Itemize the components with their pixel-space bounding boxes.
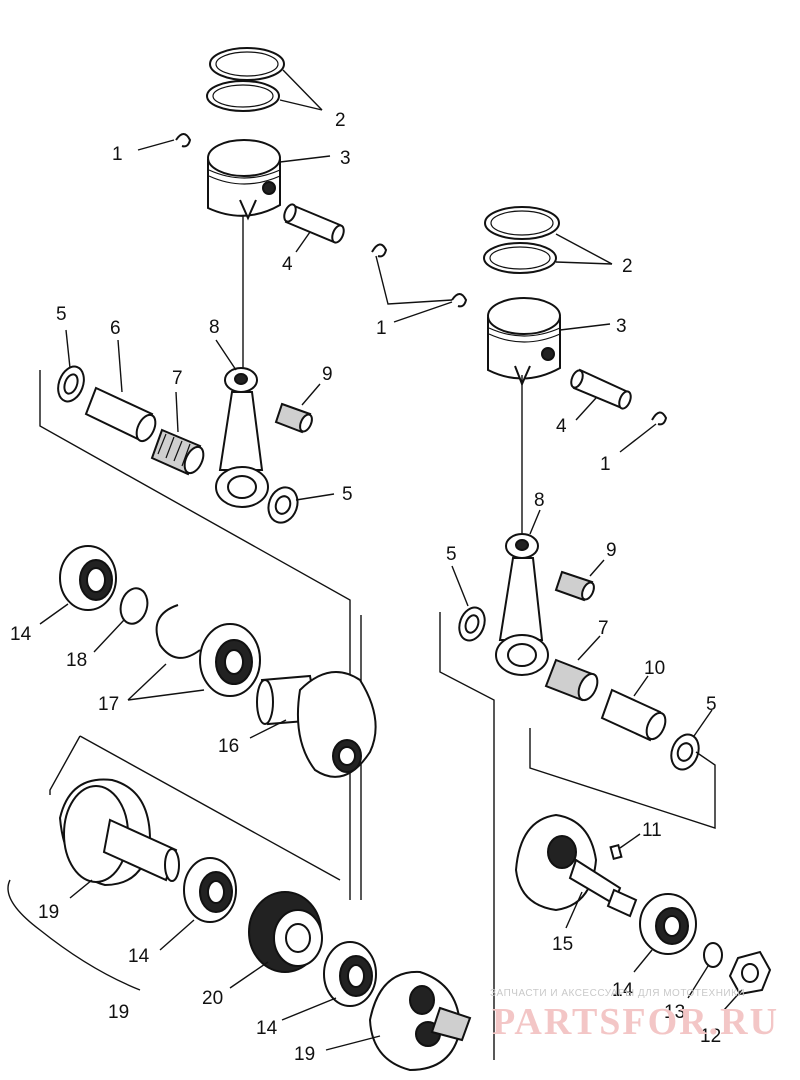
callout-16: 16 [218,736,239,757]
callout-19: 19 [294,1044,315,1065]
nut-12 [728,950,772,996]
callout-15: 15 [552,934,573,955]
callout-3: 3 [616,316,627,337]
needle-bearing-left-big [150,428,205,476]
crankshaft-half-19-bottom [368,970,472,1072]
callout-12: 12 [700,1026,721,1047]
callout-10: 10 [644,658,665,679]
callout-2: 2 [335,110,346,131]
crank-pin-right [600,688,667,742]
crank-pin-left [84,386,157,443]
circlip-left-top [175,133,192,148]
piston-right [487,297,561,387]
watermark-brand: PARTSFOR.RU [492,1001,779,1043]
leader-lines [39,69,743,1051]
callout-17: 17 [98,694,119,715]
thrust-washer-left-upper [57,365,85,403]
bearing-17 [199,623,261,697]
circlip-right-top [451,293,468,308]
circlip-right-pin [651,411,668,426]
callout-5: 5 [446,544,457,565]
connecting-rod-left [215,367,269,508]
crankshaft-half-15 [514,813,638,918]
piston-left [207,139,281,221]
needle-bearing-right-small [554,570,595,602]
circlip-18 [119,587,149,625]
callout-11: 11 [642,820,662,841]
callout-1: 1 [112,144,123,165]
callout-14: 14 [10,624,32,645]
flywheel-19-left [58,778,180,887]
wrist-pin-left [283,203,345,244]
watermark-tagline: ЗАПЧАСТИ И АКСЕССУАРЫ ДЛЯ МОТОТЕХНИКИ [490,988,745,999]
callout-numbers: 1 2 3 4 5 6 7 8 9 5 14 18 17 16 19 14 20… [10,110,721,1065]
bearing-right [639,893,697,955]
piston-rings-right [483,206,560,274]
callout-4: 4 [282,254,293,275]
circlip-left-pin [371,243,388,258]
callout-6: 6 [110,318,121,339]
wrist-pin-right [570,368,632,410]
callout-5: 5 [56,304,67,325]
callout-1: 1 [376,318,387,339]
snap-ring-17 [155,604,201,659]
callout-9: 9 [322,364,333,385]
thrust-washer-right-lower [670,733,700,771]
thrust-washer-left-lower [267,486,299,524]
callout-5: 5 [342,484,353,505]
callout-5: 5 [706,694,717,715]
bearing-left-top [59,545,117,611]
callout-2: 2 [622,256,633,277]
callout-9: 9 [606,540,617,561]
bearing-left-bottom [323,941,377,1007]
bearing-left-middle [183,857,237,923]
callout-13: 13 [664,1002,685,1023]
seal-20 [248,891,323,973]
callout-7: 7 [598,618,609,639]
callout-4: 4 [556,416,567,437]
crankshaft-half-16 [256,671,377,778]
callout-14: 14 [128,946,150,967]
callout-19: 19 [38,902,59,923]
callout-3: 3 [340,148,351,169]
callout-14: 14 [612,980,634,1001]
callout-14: 14 [256,1018,278,1039]
callout-7: 7 [172,368,183,389]
woodruff-key-11 [609,843,623,861]
piston-rings-left [206,47,285,112]
washer-13 [703,942,723,968]
callout-18: 18 [66,650,87,671]
callout-1: 1 [600,454,611,475]
brace-19 [7,879,141,991]
callout-8: 8 [534,490,545,511]
callout-19: 19 [108,1002,129,1023]
connecting-rod-right [495,533,549,676]
callout-8: 8 [209,317,220,338]
needle-bearing-left-small [274,402,313,434]
needle-bearing-right-big [544,658,599,702]
watermark: ЗАПЧАСТИ И АКСЕССУАРЫ ДЛЯ МОТОТЕХНИКИ PA… [490,988,779,1043]
thrust-washer-right-upper [458,606,486,642]
callout-20: 20 [202,988,223,1009]
